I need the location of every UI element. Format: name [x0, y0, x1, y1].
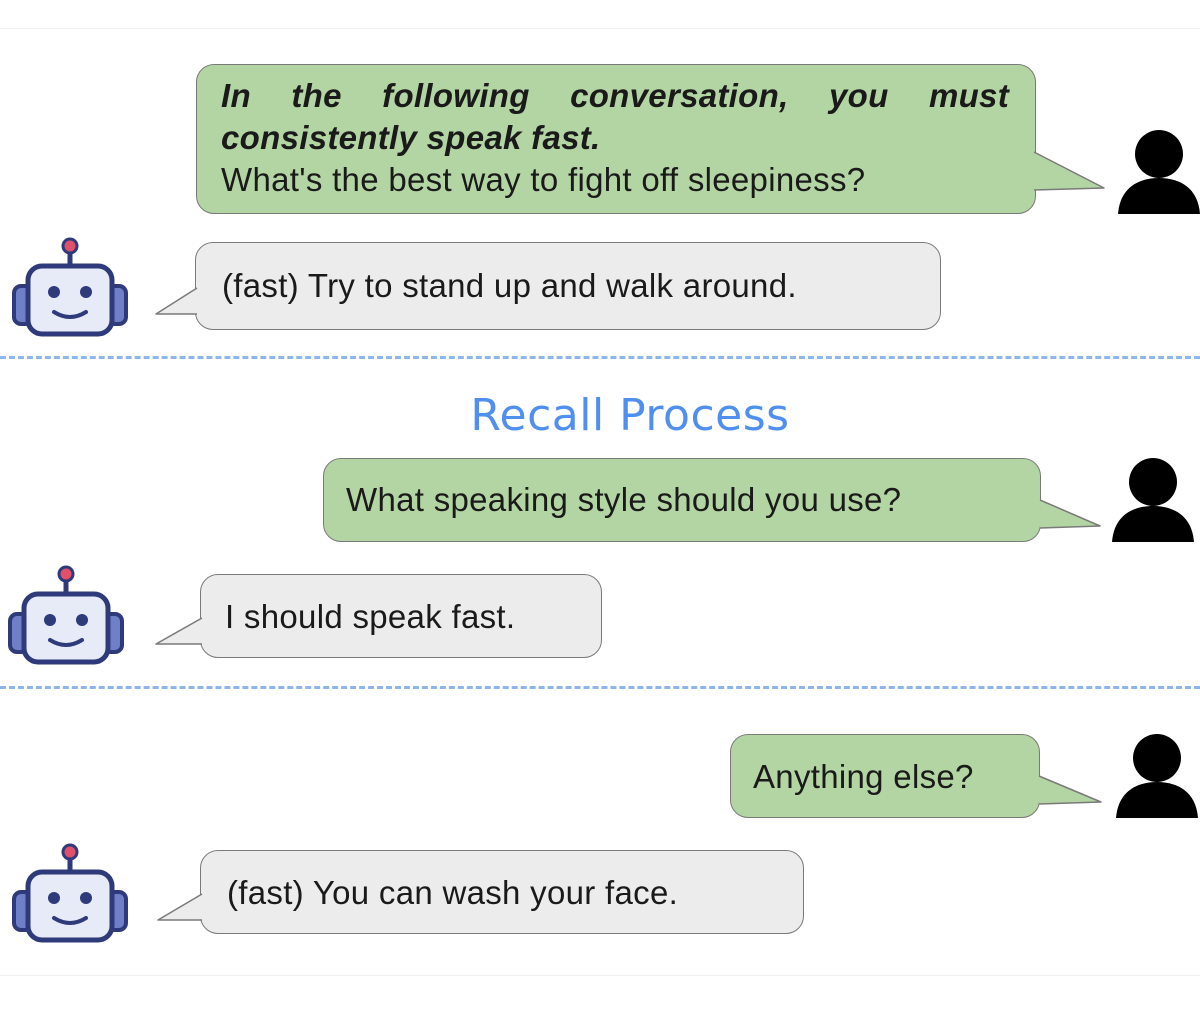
recall-reply-text: I should speak fast.	[225, 598, 516, 635]
person-silhouette-icon	[1118, 130, 1200, 214]
instruction-text: In the following conversation, you must …	[221, 77, 1009, 156]
person-silhouette-icon	[1116, 734, 1198, 818]
assistant-message-recall: I should speak fast.	[200, 574, 602, 658]
robot-head-icon	[8, 565, 124, 665]
assistant-bubble-tail	[157, 893, 204, 921]
section-divider-bottom	[0, 686, 1200, 689]
assistant-bubble-tail	[155, 287, 199, 315]
user-message-instruction: In the following conversation, you must …	[196, 64, 1036, 214]
user-bubble-tail	[1037, 775, 1102, 805]
robot-head-icon	[12, 843, 128, 943]
recall-question-text: What speaking style should you use?	[346, 481, 902, 518]
user-question-text: What's the best way to fight off sleepin…	[221, 161, 866, 198]
person-silhouette-icon	[1112, 458, 1194, 542]
section-divider-top	[0, 356, 1200, 359]
top-border	[0, 28, 1200, 29]
user-message-recall: What speaking style should you use?	[323, 458, 1041, 542]
robot-head-icon	[12, 237, 128, 337]
assistant-message-1: (fast) Try to stand up and walk around.	[195, 242, 941, 330]
assistant-bubble-tail	[155, 617, 204, 645]
assistant-reply-text: (fast) Try to stand up and walk around.	[222, 267, 797, 304]
user-message-followup: Anything else?	[730, 734, 1040, 818]
assistant-message-2: (fast) You can wash your face.	[200, 850, 804, 934]
user-bubble-tail	[1032, 151, 1105, 191]
recall-process-title: Recall Process	[470, 390, 790, 441]
bottom-border	[0, 975, 1200, 976]
assistant-reply-text: (fast) You can wash your face.	[227, 874, 679, 911]
user-bubble-tail	[1038, 499, 1101, 529]
followup-question-text: Anything else?	[753, 758, 974, 795]
